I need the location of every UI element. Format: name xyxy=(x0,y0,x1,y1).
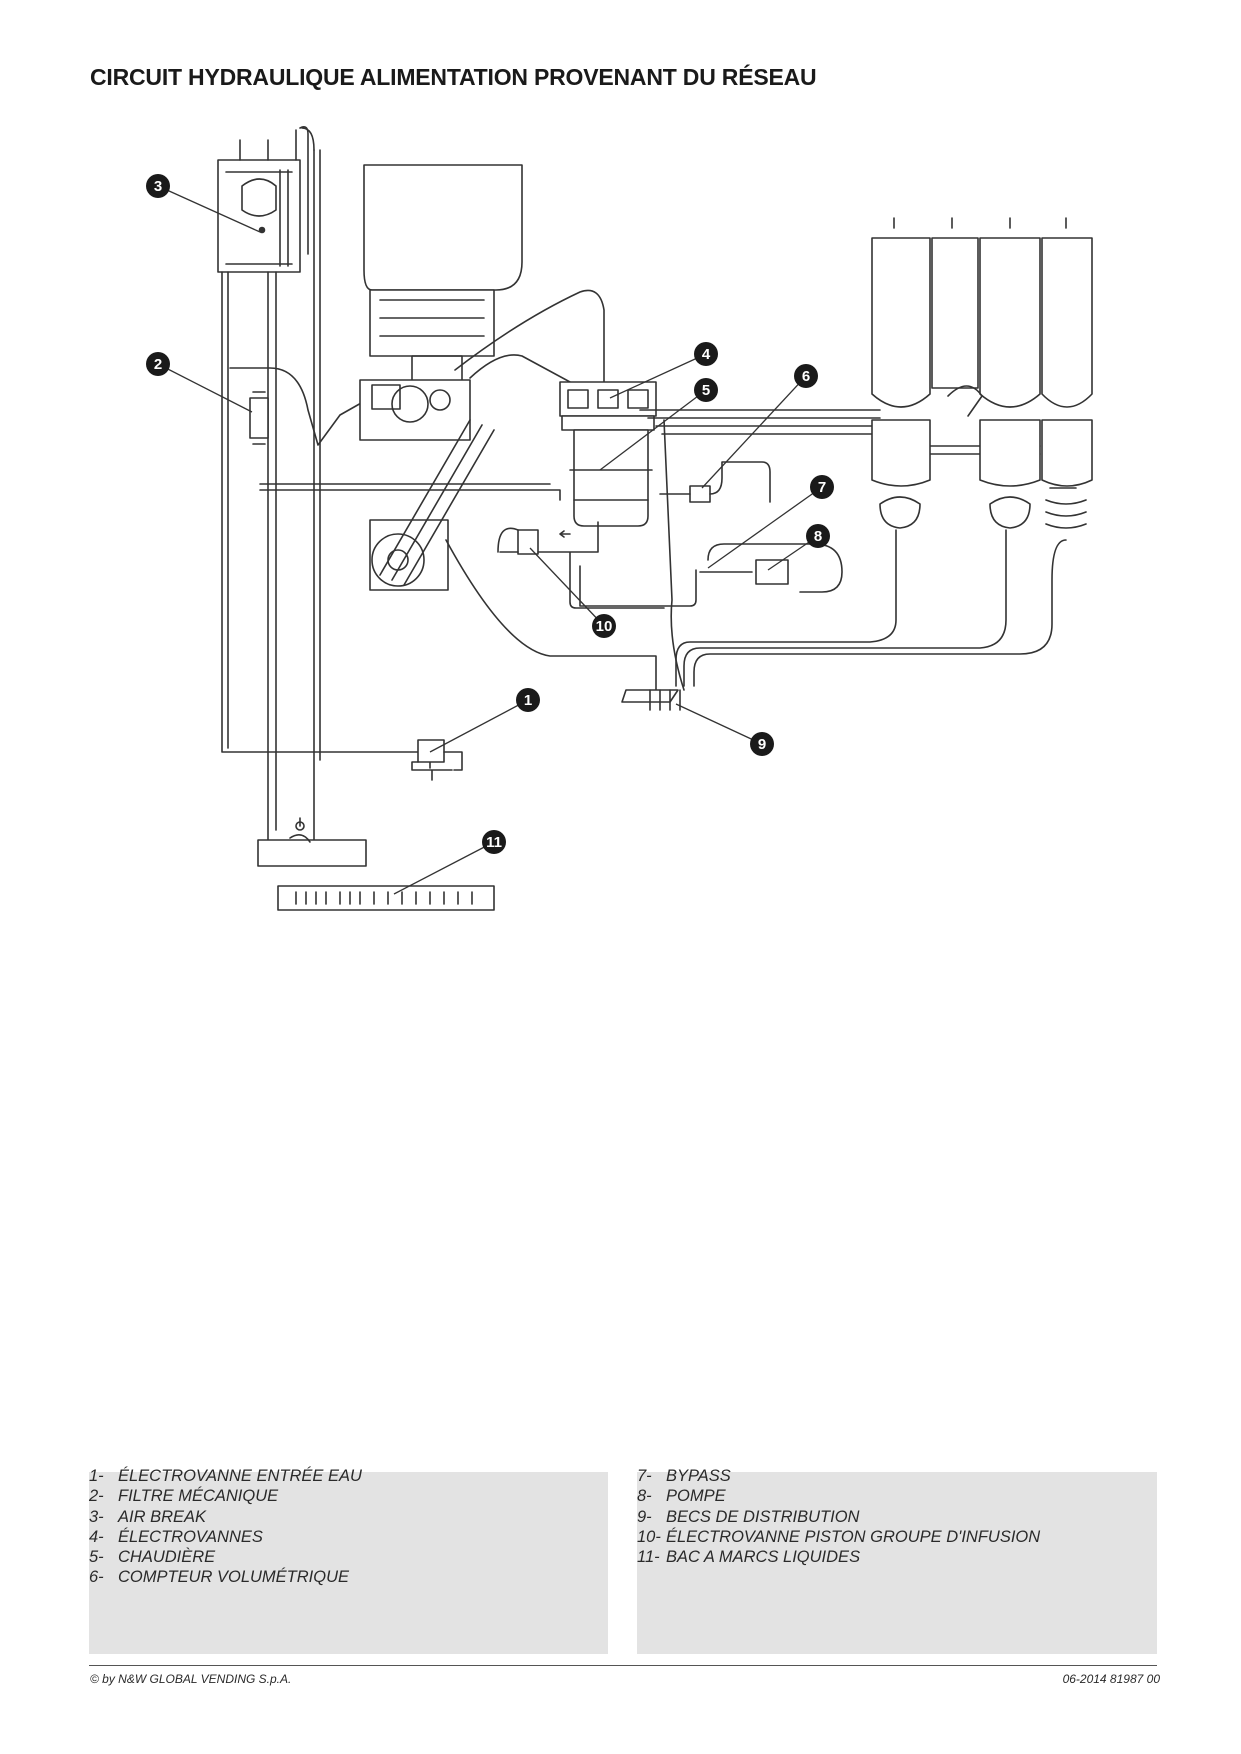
solenoid-valves xyxy=(559,381,657,431)
legend-left: 1-ÉLECTROVANNE ENTRÉE EAU 2-FILTRE MÉCAN… xyxy=(89,1467,608,1654)
svg-text:2: 2 xyxy=(154,356,162,373)
callout-11: 11 xyxy=(482,830,506,854)
callout-2: 2 xyxy=(146,352,170,376)
svg-text:5: 5 xyxy=(702,382,710,399)
legend-right: 7-BYPASS 8-POMPE 9-BECS DE DISTRIBUTION … xyxy=(637,1467,1157,1654)
legend-item: 7-BYPASS xyxy=(637,1467,731,1485)
legend-item: 4-ÉLECTROVANNES xyxy=(89,1527,263,1546)
callout-4: 4 xyxy=(694,342,718,366)
callout-6: 6 xyxy=(794,364,818,388)
svg-text:3: 3 xyxy=(154,178,162,195)
pump xyxy=(579,543,843,607)
liquid-waste-tray xyxy=(257,817,495,911)
svg-text:9: 9 xyxy=(758,736,766,753)
callouts: 3 2 4 5 6 7 8 10 1 9 11 xyxy=(146,174,834,854)
svg-text:7: 7 xyxy=(818,479,826,496)
legend-item: 9-BECS DE DISTRIBUTION xyxy=(637,1507,860,1526)
legend-item: 8-POMPE xyxy=(637,1487,726,1506)
callout-9: 9 xyxy=(750,732,774,756)
callout-1: 1 xyxy=(516,688,540,712)
legend-item: 6-COMPTEUR VOLUMÉTRIQUE xyxy=(89,1568,350,1587)
volumetric-meter xyxy=(659,461,771,503)
legend-item: 10-ÉLECTROVANNE PISTON GROUPE D'INFUSION xyxy=(637,1527,1041,1546)
coffee-hopper xyxy=(363,164,523,387)
svg-text:6: 6 xyxy=(802,368,810,385)
svg-text:10: 10 xyxy=(596,618,613,635)
footer-doc-code: 06-2014 81987 00 xyxy=(1062,1672,1160,1686)
footer-copyright: © by N&W GLOBAL VENDING S.p.A. xyxy=(90,1672,292,1686)
brewing-group xyxy=(359,379,495,591)
callout-3: 3 xyxy=(146,174,170,198)
legend-item: 3-AIR BREAK xyxy=(89,1507,207,1526)
legend-item: 5-CHAUDIÈRE xyxy=(89,1548,216,1567)
air-break-unit xyxy=(217,126,309,273)
svg-text:1: 1 xyxy=(524,692,532,709)
legend-item: 11-BAC A MARCS LIQUIDES xyxy=(637,1548,861,1567)
legend-item: 1-ÉLECTROVANNE ENTRÉE EAU xyxy=(89,1467,362,1485)
svg-text:11: 11 xyxy=(486,834,502,851)
hydraulic-circuit-diagram: 3 2 4 5 6 7 8 10 1 9 11 xyxy=(146,126,1093,911)
inlet-solenoid xyxy=(411,739,463,781)
canisters xyxy=(871,217,1093,529)
legend-item: 2-FILTRE MÉCANIQUE xyxy=(89,1487,279,1506)
callout-10: 10 xyxy=(592,614,616,638)
mechanical-filter xyxy=(249,391,269,445)
svg-text:4: 4 xyxy=(702,346,711,363)
callout-7: 7 xyxy=(810,475,834,499)
distribution-spouts xyxy=(621,689,681,711)
brew-piston-solenoid xyxy=(497,521,665,609)
callout-5: 5 xyxy=(694,378,718,402)
page-title: CIRCUIT HYDRAULIQUE ALIMENTATION PROVENA… xyxy=(90,64,817,90)
boiler xyxy=(569,429,653,527)
svg-text:8: 8 xyxy=(814,528,822,545)
footer-divider xyxy=(89,1665,1157,1666)
callout-8: 8 xyxy=(806,524,830,548)
